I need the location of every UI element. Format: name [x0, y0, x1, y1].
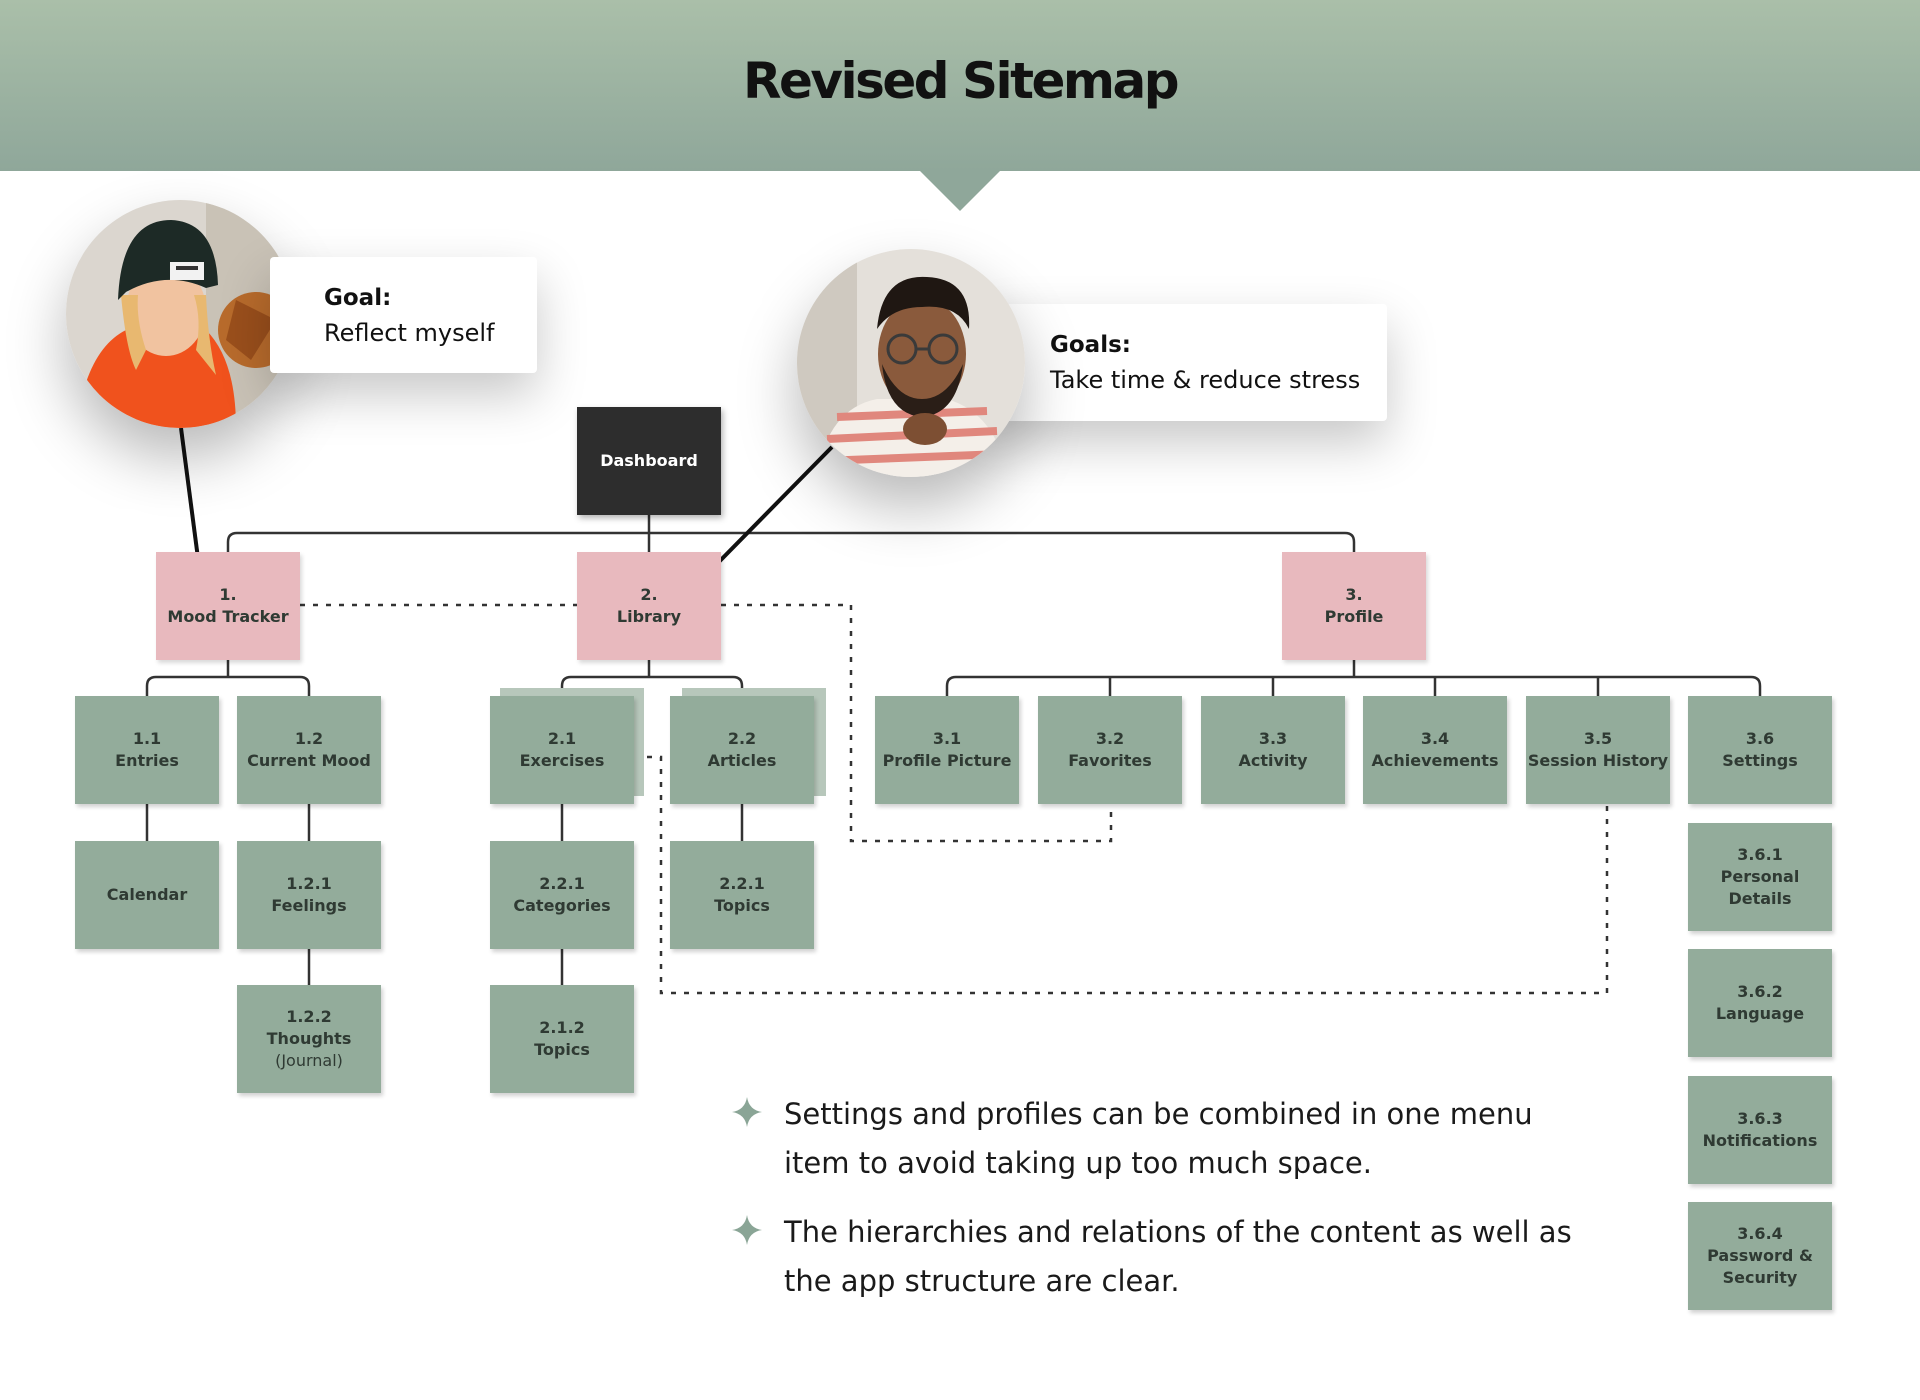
node-number: 2.2.1 [719, 874, 765, 893]
node-number: 2.1 [547, 729, 577, 748]
node-number: 3.6 [1745, 729, 1775, 748]
note-item: Settings and profiles can be combined in… [732, 1090, 1592, 1188]
node-label: Dashboard [600, 451, 698, 470]
sitemap-node-activity[interactable]: 3.3 Activity [1201, 696, 1345, 804]
node-label: Topics [714, 896, 770, 915]
node-number: 3.6.1 [1737, 845, 1783, 864]
sitemap-node-exercise-categories[interactable]: 2.2.1 Categories [490, 841, 634, 949]
sitemap-node-achievements[interactable]: 3.4 Achievements [1363, 696, 1507, 804]
sitemap-node-settings[interactable]: 3.6 Settings [1688, 696, 1832, 804]
node-label: Password & [1707, 1246, 1813, 1265]
node-label: Language [1715, 1004, 1805, 1023]
node-number: 2.2 [727, 729, 757, 748]
node-number: 3.6.2 [1737, 982, 1783, 1001]
goal-text: Reflect myself [324, 319, 495, 347]
node-number: 1.2.2 [286, 1007, 332, 1026]
persona-goal-card-2: Goals: Take time & reduce stress [985, 304, 1387, 421]
persona-photo-woman [66, 200, 294, 428]
node-label: Feelings [271, 896, 347, 915]
sitemap-node-mood-tracker[interactable]: 1. Mood Tracker [156, 552, 300, 660]
sitemap-node-calendar[interactable]: Calendar [75, 841, 219, 949]
note-item: The hierarchies and relations of the con… [732, 1208, 1592, 1306]
header-notch [919, 170, 1001, 211]
sitemap-node-dashboard[interactable]: Dashboard [577, 407, 721, 515]
node-label: Thoughts [266, 1029, 352, 1048]
note-text: The hierarchies and relations of the con… [784, 1215, 1572, 1298]
node-number: 3.2 [1095, 729, 1125, 748]
goal-label: Goal: [324, 285, 392, 311]
node-number: 2. [640, 585, 658, 604]
node-number: 1.1 [132, 729, 162, 748]
sitemap-node-library[interactable]: 2. Library [577, 552, 721, 660]
node-label: Profile Picture [882, 751, 1012, 770]
sitemap-node-profile-picture[interactable]: 3.1 Profile Picture [875, 696, 1019, 804]
node-label: Personal Details [1720, 867, 1800, 908]
node-sublabel: (Journal) [275, 1051, 343, 1070]
sitemap-node-feelings[interactable]: 1.2.1 Feelings [237, 841, 381, 949]
node-label: Settings [1722, 751, 1798, 770]
header-banner [0, 0, 1920, 171]
node-label: Profile [1324, 607, 1384, 626]
four-point-star-icon [732, 1097, 762, 1127]
node-number: 3.5 [1583, 729, 1613, 748]
node-number: 1.2.1 [286, 874, 332, 893]
sitemap-node-exercises[interactable]: 2.1 Exercises [490, 696, 634, 804]
node-label: Articles [707, 751, 777, 770]
sitemap-node-exercise-topics[interactable]: 2.1.2 Topics [490, 985, 634, 1093]
node-number: 3.3 [1258, 729, 1288, 748]
node-number: 3.4 [1420, 729, 1450, 748]
note-text: Settings and profiles can be combined in… [784, 1097, 1533, 1180]
node-label-line2: Security [1722, 1268, 1798, 1287]
node-number: 2.1.2 [539, 1018, 585, 1037]
goal-label: Goals: [1050, 332, 1131, 358]
sitemap-node-session-history[interactable]: 3.5 Session History [1526, 696, 1670, 804]
sitemap-node-password-security[interactable]: 3.6.4 Password & Security [1688, 1202, 1832, 1310]
node-label: Categories [513, 896, 611, 915]
sitemap-node-profile[interactable]: 3. Profile [1282, 552, 1426, 660]
sitemap-node-entries[interactable]: 1.1 Entries [75, 696, 219, 804]
sitemap-node-current-mood[interactable]: 1.2 Current Mood [237, 696, 381, 804]
node-label: Current Mood [247, 751, 371, 770]
node-label: Session History [1527, 751, 1669, 770]
sitemap-node-thoughts[interactable]: 1.2.2 Thoughts (Journal) [237, 985, 381, 1093]
persona-goal-card-1: Goal: Reflect myself [270, 257, 537, 373]
node-number: 3.6.3 [1737, 1109, 1783, 1128]
node-label: Library [616, 607, 682, 626]
page-title: Revised Sitemap [742, 52, 1180, 110]
node-label: Calendar [106, 885, 188, 904]
four-point-star-icon [732, 1215, 762, 1245]
sitemap-node-personal-details[interactable]: 3.6.1 Personal Details [1688, 823, 1832, 931]
sitemap-node-notifications[interactable]: 3.6.3 Notifications [1688, 1076, 1832, 1184]
node-label: Mood Tracker [167, 607, 289, 626]
sitemap-node-article-topics[interactable]: 2.2.1 Topics [670, 841, 814, 949]
sitemap-node-language[interactable]: 3.6.2 Language [1688, 949, 1832, 1057]
node-label: Achievements [1371, 751, 1499, 770]
node-label: Topics [534, 1040, 590, 1059]
node-number: 1.2 [294, 729, 324, 748]
node-number: 1. [219, 585, 237, 604]
node-label: Notifications [1702, 1131, 1818, 1150]
persona-photo-man [797, 249, 1025, 477]
node-label: Favorites [1068, 751, 1152, 770]
node-number: 2.2.1 [539, 874, 585, 893]
sitemap-node-favorites[interactable]: 3.2 Favorites [1038, 696, 1182, 804]
node-label: Exercises [519, 751, 605, 770]
sitemap-node-articles[interactable]: 2.2 Articles [670, 696, 814, 804]
notes-list: Settings and profiles can be combined in… [732, 1090, 1592, 1326]
node-number: 3.6.4 [1737, 1224, 1783, 1243]
node-number: 3. [1345, 585, 1363, 604]
goal-text: Take time & reduce stress [1050, 366, 1361, 394]
node-label: Entries [115, 751, 179, 770]
node-label: Activity [1238, 751, 1308, 770]
node-number: 3.1 [932, 729, 962, 748]
